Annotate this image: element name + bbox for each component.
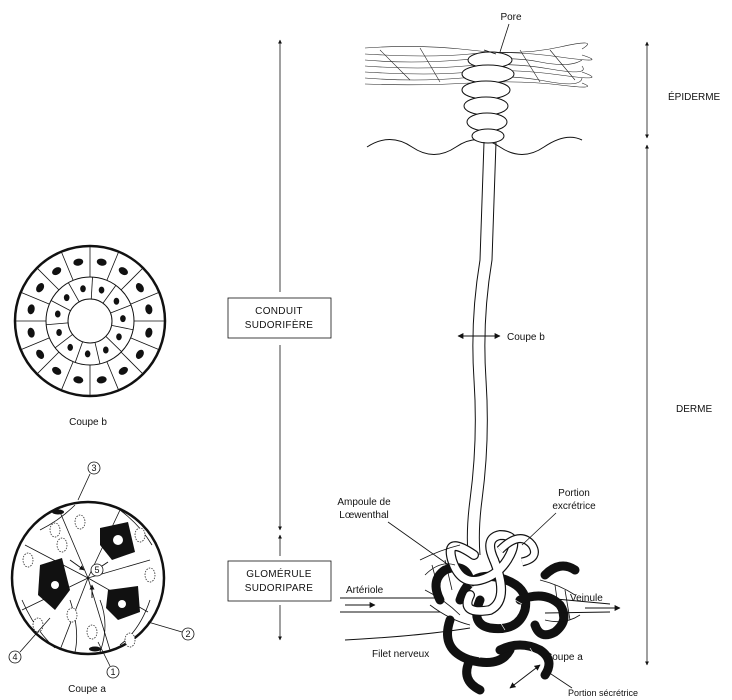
ampoule-pointer <box>388 522 450 566</box>
filet-nerveux-label: Filet nerveux <box>372 649 429 660</box>
coupe-a-section-arrow <box>510 665 540 688</box>
epiderme-label: ÉPIDERME <box>668 90 721 103</box>
portion-excretrice-pointer <box>522 513 556 545</box>
svg-text:2: 2 <box>185 629 190 639</box>
portion-excretrice-line2: excrétrice <box>552 501 596 512</box>
portion-secretrice-label: Portion sécrétrice <box>568 688 638 698</box>
coupe-a-caption: Coupe a <box>68 684 106 695</box>
coupe-b-caption: Coupe b <box>69 417 107 428</box>
conduit-sudorifere-box: CONDUIT SUDORIFÈRE <box>228 298 331 338</box>
pore-label: Pore <box>500 12 522 23</box>
excretory-duct <box>467 142 496 555</box>
svg-text:SUDORIFÈRE: SUDORIFÈRE <box>245 318 314 331</box>
coupe-b-cross-section <box>15 246 165 396</box>
derme-label: DERME <box>676 404 712 415</box>
portion-excretrice-line1: Portion <box>558 488 590 499</box>
ampoule-label-line1: Ampoule de <box>337 497 391 508</box>
svg-text:CONDUIT: CONDUIT <box>255 306 303 317</box>
coupe-a-arrow-label: Coupe a <box>545 652 583 663</box>
marker-5: 5 <box>91 564 103 576</box>
svg-text:SUDORIPARE: SUDORIPARE <box>245 583 313 594</box>
marker-2: 2 <box>148 622 194 640</box>
svg-text:3: 3 <box>91 463 96 473</box>
glomerule-sudoripare-box: GLOMÉRULE SUDORIPARE <box>228 561 331 601</box>
arteriole <box>340 598 440 612</box>
coupe-a-cross-section <box>12 502 164 654</box>
arteriole-label: Artériole <box>346 585 384 596</box>
marker-3: 3 <box>78 462 100 500</box>
svg-text:4: 4 <box>12 652 17 662</box>
svg-text:GLOMÉRULE: GLOMÉRULE <box>246 567 312 580</box>
ampoule-label-line2: Lœwenthal <box>339 510 388 521</box>
veinule-label: Veinule <box>570 593 603 604</box>
svg-text:1: 1 <box>110 667 115 677</box>
coupe-b-arrow-label: Coupe b <box>507 332 545 343</box>
portion-secretrice-pointer <box>545 670 572 688</box>
svg-text:5: 5 <box>94 565 99 575</box>
